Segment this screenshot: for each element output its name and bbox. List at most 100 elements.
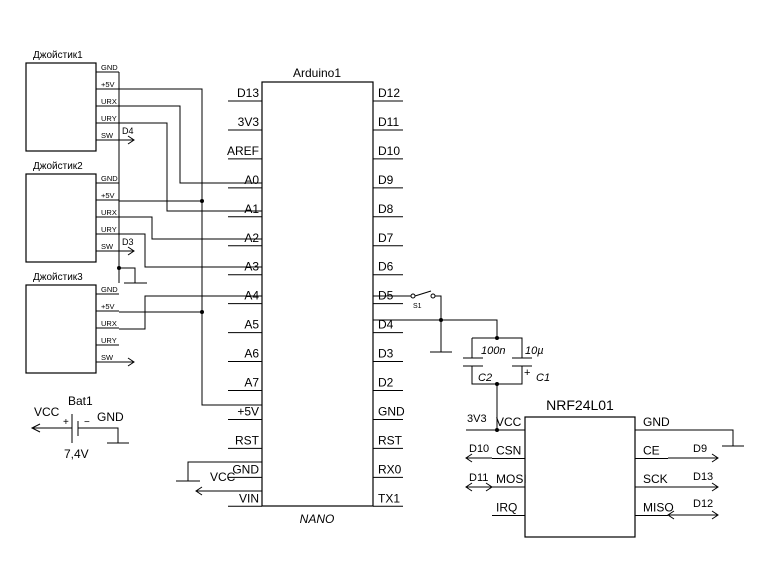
arduino-pin-a2: A2	[228, 231, 262, 247]
pin-label: URY	[101, 114, 117, 123]
arduino-pin-a5: A5	[228, 318, 262, 334]
arduino-pin-a1: A1	[228, 202, 262, 218]
nrf-csn-arrow	[465, 453, 492, 463]
pin-label: 3V3	[238, 115, 260, 129]
pin-label: RX0	[378, 462, 402, 476]
pin-label: URX	[101, 319, 117, 328]
pin-label: A0	[244, 173, 259, 187]
net-label-d10: D10	[469, 443, 489, 455]
pin-label: A6	[244, 347, 259, 361]
pin-label: A5	[244, 318, 259, 332]
pin-label: GND	[101, 63, 118, 72]
nrf-gnd-wire	[668, 429, 734, 446]
pin-label: VIN	[239, 491, 259, 505]
pin-label: D10	[378, 144, 400, 158]
pin-label: A2	[244, 231, 259, 245]
arduino-title: Arduino1	[293, 66, 341, 80]
nrf-title: NRF24L01	[546, 397, 614, 413]
net-label-d12: D12	[693, 498, 713, 510]
joystick-body	[25, 62, 97, 152]
pin-label: URX	[101, 97, 117, 106]
pin-label: CSN	[496, 444, 521, 458]
nrf-pin-irq: IRQ	[492, 501, 525, 516]
c2-name: C2	[478, 372, 492, 384]
joystick-pin-5v: +5V	[96, 191, 119, 201]
nrf-pin-vcc: VCC	[492, 415, 525, 431]
junction	[439, 318, 443, 322]
pin-label: +5V	[101, 191, 115, 200]
battery-gnd-wire	[78, 427, 119, 443]
joystick-pin-urx: URX	[96, 97, 119, 107]
nrf-miso-arrow	[667, 510, 719, 520]
arduino-pin-3v3: 3V3	[228, 115, 262, 131]
switch-s1: S1	[373, 290, 498, 338]
net-label-d13: D13	[693, 471, 713, 483]
junction	[117, 266, 121, 270]
pin-label: URX	[101, 208, 117, 217]
wire-joy3-urx-a4	[119, 295, 262, 330]
arduino-pin-vin: VIN	[228, 491, 262, 507]
joystick-pin-sw: SW	[96, 131, 119, 141]
joystick-pin-urx: URX	[96, 319, 119, 329]
pin-label: D6	[378, 260, 394, 274]
pin-label: D3	[378, 347, 394, 361]
pin-label: CE	[643, 444, 660, 458]
joystick-pin-gnd: GND	[96, 63, 119, 73]
pin-label: A7	[244, 376, 259, 390]
battery: Bat1 VCC GND + − 7,4V	[30, 394, 129, 461]
pin-label: GND	[232, 462, 259, 476]
pin-label: D4	[378, 318, 394, 332]
pin-label: SW	[101, 131, 114, 140]
pin-label: GND	[378, 404, 405, 418]
battery-vcc-arrow	[30, 423, 72, 433]
joystick-title: Джойстик3	[33, 272, 83, 283]
sw-arrow	[96, 246, 135, 256]
net-label-d3: D3	[122, 237, 134, 247]
arduino-pin-a0: A0	[228, 173, 262, 189]
c1-name: C1	[536, 372, 550, 384]
arduino-pin-d8: D8	[373, 202, 403, 218]
joystick-body	[25, 173, 97, 263]
pin-label: D9	[378, 173, 394, 187]
pin-label: MOSI	[496, 472, 527, 486]
arduino-pin-d4: D4	[373, 318, 403, 334]
pin-label: MISO	[643, 501, 674, 515]
pin-label: +5V	[101, 80, 115, 89]
arduino-pin-5v: +5V	[228, 404, 262, 420]
gnd-bus-branch	[119, 267, 136, 283]
c1-value: 10µ	[525, 345, 544, 357]
arduino-pin-rx0: RX0	[373, 462, 403, 478]
pin-label: VCC	[496, 415, 522, 429]
switch-lever	[414, 290, 432, 297]
pin-label: RST	[235, 433, 260, 447]
nrf-ce-arrow	[668, 453, 719, 463]
pin-label: +5V	[101, 302, 115, 311]
joystick-pin-gnd: GND	[96, 174, 119, 184]
pin-label: D8	[378, 202, 394, 216]
arduino-pin-a7: A7	[228, 376, 262, 391]
pin-label: SCK	[643, 472, 668, 486]
battery-plus-sign: +	[63, 417, 69, 428]
nrf-pin-mosi: MOSI	[492, 472, 527, 488]
joystick-body	[25, 284, 97, 374]
arduino-pin-gnd: GND	[373, 404, 405, 420]
net-label-d11: D11	[469, 472, 488, 484]
arduino-gnd-wire	[187, 461, 262, 481]
wire-joy2-ury-a3	[119, 233, 262, 268]
pin-label: A1	[244, 202, 259, 216]
arduino-pin-d10: D10	[373, 144, 403, 160]
arduino-pin-d7: D7	[373, 231, 403, 247]
d4-wire	[373, 319, 442, 352]
switch-contact	[430, 293, 436, 299]
pin-label: SW	[101, 242, 114, 251]
junction	[200, 310, 204, 314]
arduino-pin-d13: D13	[228, 86, 262, 102]
pin-label: +5V	[237, 404, 259, 418]
nrf-mosi-arrow	[465, 482, 493, 492]
wire-joy1-ury-a1	[119, 122, 262, 212]
pin-label: D12	[378, 86, 400, 100]
